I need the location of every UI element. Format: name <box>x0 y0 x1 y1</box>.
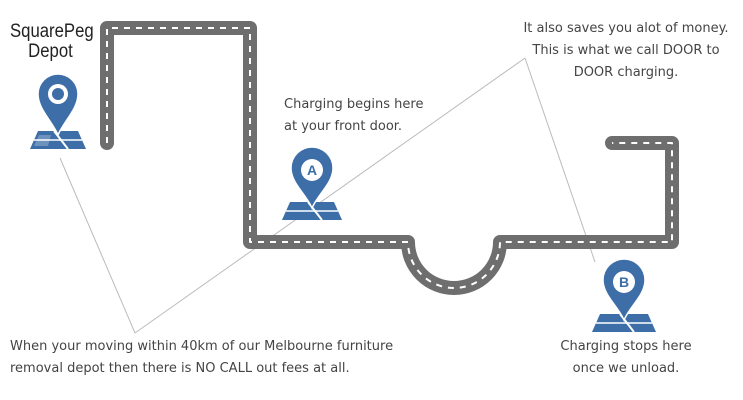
end-callout-line2: once we unload. <box>572 361 680 376</box>
savings-callout-line3: DOOR charging. <box>573 65 679 80</box>
leader-lines <box>59 57 596 334</box>
savings-callout-line2: This is what we call DOOR to <box>532 43 720 58</box>
depot-map-icon <box>30 130 86 150</box>
savings-callout-line1: It also saves you alot of money. <box>523 21 729 36</box>
road-center-dashes <box>106 27 673 289</box>
road <box>100 21 679 295</box>
map-pin-icon: A <box>290 146 334 210</box>
start-callout-line2: at your front door. <box>284 119 403 134</box>
start-marker-letter: A <box>307 162 317 178</box>
depot-note-line1: When your moving within 40km of our Melb… <box>10 339 394 354</box>
end-callout: Charging stops here once we unload. <box>540 336 712 380</box>
depot-name: SquarePeg Depot <box>10 21 94 62</box>
depot-note-callout: When your moving within 40km of our Melb… <box>10 336 393 380</box>
leader-line-savings-left <box>134 57 526 334</box>
depot-note-line2: removal depot then there is NO CALL out … <box>10 361 350 376</box>
end-marker: B <box>592 258 656 333</box>
start-marker: A <box>282 146 342 221</box>
end-marker-letter: B <box>619 274 629 290</box>
savings-callout: It also saves you alot of money. This is… <box>515 18 737 84</box>
depot-name-line2: Depot <box>28 41 73 62</box>
map-pin-icon <box>37 73 79 137</box>
depot-name-line1: SquarePeg <box>10 21 94 42</box>
leader-line-savings-right <box>524 57 596 263</box>
leader-line-depot <box>59 157 136 334</box>
start-callout: Charging begins here at your front door. <box>284 94 423 138</box>
start-callout-line1: Charging begins here <box>284 97 424 112</box>
map-pin-icon: B <box>602 258 646 322</box>
end-callout-line1: Charging stops here <box>560 339 692 354</box>
depot-marker <box>30 73 86 150</box>
